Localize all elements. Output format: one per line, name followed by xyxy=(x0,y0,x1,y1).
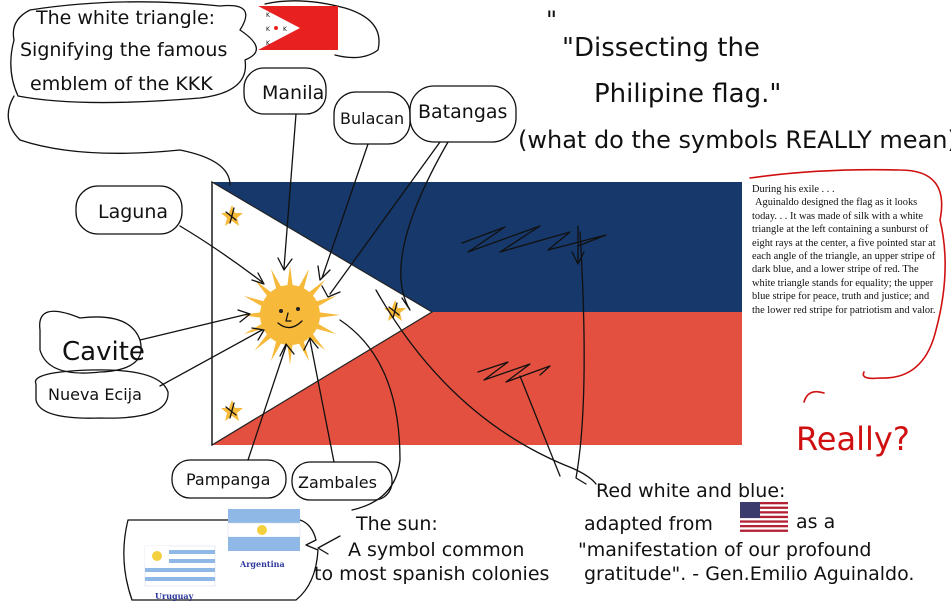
zambales-label: Zambales xyxy=(298,473,377,492)
us-flag-icon xyxy=(740,502,788,532)
sun-note-line-1: The sun: xyxy=(355,513,438,535)
province-zambales: Zambales xyxy=(291,337,393,501)
triangle-note-line-2: Signifying the famous xyxy=(20,39,227,61)
laguna-label: Laguna xyxy=(98,201,168,223)
kkk-letter: K xyxy=(283,26,288,33)
star-icon xyxy=(221,205,243,226)
scribble xyxy=(461,225,607,253)
us-stripe xyxy=(740,511,788,514)
kkk-letter: K xyxy=(266,40,271,47)
sun-note-line-2: A symbol common xyxy=(348,539,524,561)
rwb-note: Red white and blue: adapted from as a "m… xyxy=(375,225,914,585)
province-bulacan: Bulacan xyxy=(317,91,411,281)
triangle-note-bubble xyxy=(10,1,257,104)
batangas-label: Batangas xyxy=(418,101,507,123)
star-icon xyxy=(384,300,406,321)
quote-intro: During his exile . . . xyxy=(752,184,835,195)
argentina-label: Argentina xyxy=(239,559,285,569)
cavite-label: Cavite xyxy=(62,337,145,367)
sun-ray xyxy=(243,295,268,308)
sun-ray xyxy=(312,322,337,335)
province-cavite: Cavite xyxy=(39,309,251,374)
quote-red-bubble xyxy=(749,168,946,380)
sun-note: The sun: A symbol common to most spanish… xyxy=(123,319,549,601)
kkk-flag-icon: K K K K xyxy=(258,6,338,50)
sun-ray xyxy=(270,337,283,362)
us-stripe xyxy=(740,502,788,505)
rwb-note-line-4: gratitude". - Gen.Emilio Aguinaldo. xyxy=(584,563,914,585)
uruguay-label: Uruguay xyxy=(155,591,194,601)
rwb-note-line-2b: as a xyxy=(796,511,835,533)
rwb-note-line-1: Red white and blue: xyxy=(596,480,785,502)
really-note: Really? xyxy=(796,420,910,458)
triangle-note-line-3: emblem of the KKK xyxy=(30,73,213,95)
title-line-2: Philipine flag." xyxy=(594,79,781,109)
sun-ray xyxy=(240,311,265,319)
bulacan-label: Bulacan xyxy=(340,109,404,128)
sun-ray xyxy=(315,311,340,319)
title-line-1: "Dissecting the xyxy=(562,33,760,63)
nueva-ecija-label: Nueva Ecija xyxy=(48,385,142,404)
sun-note-line-3: to most spanish colonies xyxy=(314,563,549,585)
quote-body: Aguinaldo designed the flag as it looks … xyxy=(752,197,936,316)
us-stripe xyxy=(740,529,788,532)
sun-icon xyxy=(240,265,340,365)
kkk-letter: K xyxy=(266,12,271,19)
rwb-note-line-3: "manifestation of our profound xyxy=(578,539,871,561)
sun-ray xyxy=(297,337,310,362)
province-manila: Manila xyxy=(243,67,327,271)
us-stripe xyxy=(740,525,788,528)
triangle-note: The white triangle: Signifying the famou… xyxy=(7,0,380,186)
province-batangas: Batangas xyxy=(321,85,517,311)
province-laguna: Laguna xyxy=(75,185,265,285)
uruguay-flag-icon: Uruguay xyxy=(144,545,216,601)
sun-ray xyxy=(270,268,283,293)
pampanga-label: Pampanga xyxy=(186,470,270,489)
title-quote-mark: " xyxy=(546,6,557,34)
sun-ray xyxy=(297,268,310,293)
sun-ray xyxy=(312,295,337,308)
us-stripe xyxy=(740,506,788,509)
province-nueva-ecija: Nueva Ecija xyxy=(34,327,265,419)
us-stripe xyxy=(740,515,788,519)
sun-ray xyxy=(286,265,294,290)
us-stripe xyxy=(740,520,788,523)
rwb-note-line-2a: adapted from xyxy=(584,513,713,535)
scribble xyxy=(477,361,551,383)
argentina-flag-icon: Argentina xyxy=(227,509,301,569)
philippine-flag xyxy=(211,180,742,447)
star-icon xyxy=(221,400,243,421)
triangle-note-line-1: The white triangle: xyxy=(35,7,215,29)
title-line-3: (what do the symbols REALLY mean). xyxy=(518,126,951,154)
triangle-note-connector xyxy=(7,95,231,186)
kkk-letter: K xyxy=(266,26,271,33)
province-pampanga: Pampanga xyxy=(171,343,295,499)
aguinaldo-quote: During his exile . . . Aguinaldo designe… xyxy=(752,183,942,317)
title: " "Dissecting the Philipine flag." (what… xyxy=(518,6,951,154)
manila-label: Manila xyxy=(262,82,324,104)
